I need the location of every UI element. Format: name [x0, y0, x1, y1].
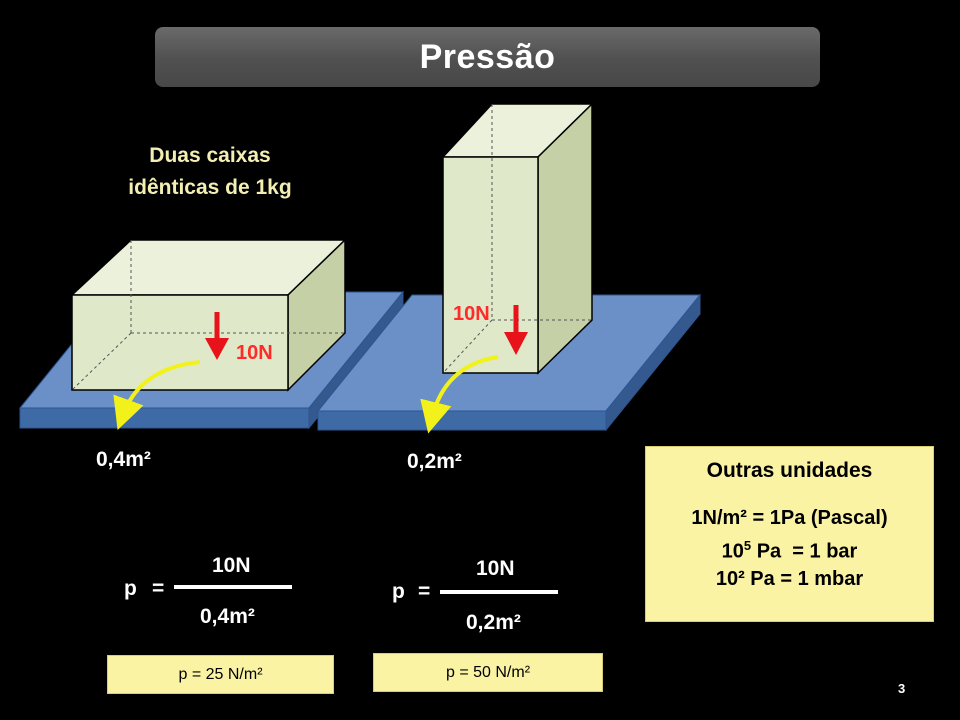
left-formula-p: p [124, 577, 137, 600]
right-result: p = 50 N/m² [445, 663, 531, 681]
subtitle-line-1: Duas caixas [149, 144, 271, 167]
page-title: Pressão [419, 37, 556, 76]
subtitle-line-2: idênticas de 1kg [128, 176, 292, 199]
units-note-box: Outras unidades 1N/m² = 1Pa (Pascal) 105… [645, 446, 934, 622]
units-line-2-rest: Pa = 1 bar [751, 540, 858, 563]
right-rotation-arrow [420, 355, 499, 434]
units-line-2-exponent: 5 [743, 538, 752, 553]
right-denominator: 0,2m² [466, 611, 521, 634]
right-box [441, 102, 594, 375]
right-formula-p: p [392, 580, 405, 603]
page-number: 3 [898, 681, 906, 696]
right-force-arrow [504, 305, 528, 355]
title-bar: Pressão [155, 27, 820, 87]
left-result-box: p = 25 N/m² [107, 655, 334, 694]
right-result-box: p = 50 N/m² [373, 653, 603, 692]
left-force-arrow [205, 312, 229, 360]
left-formula-equals: = [152, 577, 165, 600]
left-box [70, 238, 347, 392]
units-line-2: 105 Pa = 1 bar [646, 532, 933, 566]
units-line-2-base: 10 [721, 540, 744, 563]
right-formula-equals: = [418, 580, 431, 603]
units-line-3: 10² Pa = 1 mbar [715, 567, 864, 590]
left-area-label: 0,4m² [96, 448, 151, 471]
left-rotation-arrow [113, 360, 201, 431]
units-line-1: 1N/m² = 1Pa (Pascal) [691, 507, 888, 529]
right-numerator: 10N [476, 557, 515, 580]
left-denominator: 0,4m² [200, 605, 255, 628]
left-force-label: 10N [236, 342, 273, 364]
left-result: p = 25 N/m² [178, 665, 263, 683]
right-force-label: 10N [453, 303, 490, 325]
left-numerator: 10N [212, 554, 251, 577]
units-title: Outras unidades [706, 459, 873, 482]
right-area-label: 0,2m² [407, 450, 462, 473]
subtitle: Duas caixas idênticas de 1kg [100, 140, 320, 204]
